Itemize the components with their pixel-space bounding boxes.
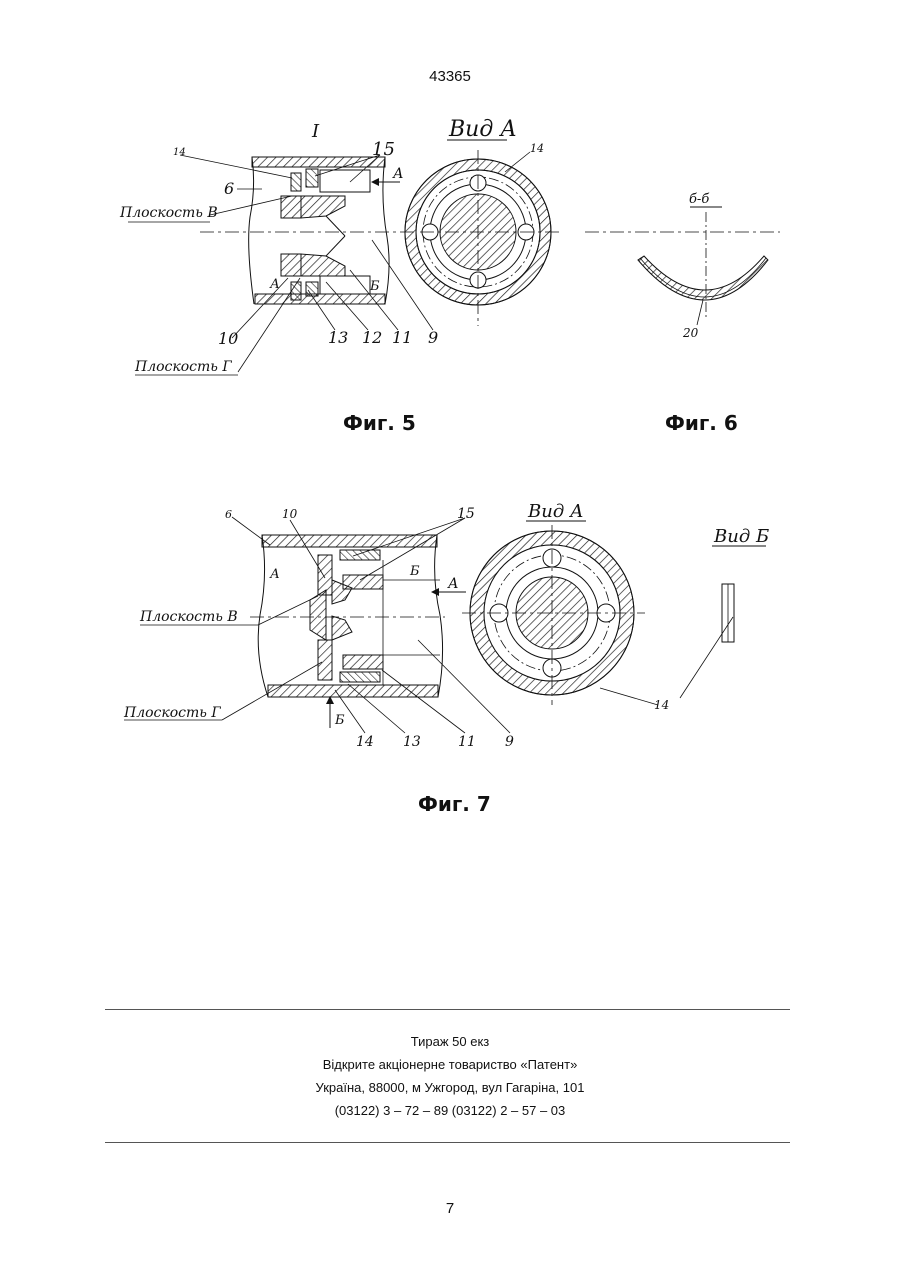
fig7-arrow-b: Б [334, 713, 345, 728]
fig5-ref-6: 6 [224, 179, 234, 198]
fig5-ref-12: 12 [362, 328, 382, 347]
footer-phones: (03122) 3 – 72 – 89 (03122) 2 – 57 – 03 [0, 1099, 900, 1122]
fig7-ref-6: 6 [225, 508, 232, 521]
fig5-cavity-a: А [269, 277, 280, 292]
fig5-ref-15: 15 [372, 139, 395, 160]
fig7-view-b [680, 546, 766, 698]
fig7-view-a-label: Вид А [527, 501, 584, 522]
fig5-view-a [405, 140, 560, 326]
fig5-ref-11: 11 [392, 328, 412, 347]
fig7-ref-15: 15 [457, 506, 475, 522]
fig5-detail-label: I [311, 121, 320, 142]
fig6-labels: б-б 20 [682, 192, 709, 340]
fig6-caption: Фиг. 6 [665, 411, 738, 435]
fig7-plane-v: Плоскость В [139, 609, 238, 625]
footer-bottom-rule [105, 1142, 790, 1143]
fig7-caption: Фиг. 7 [418, 792, 491, 816]
fig7-labels: 6 10 15 Вид А Вид Б А Б А Плоскость В Пл… [123, 501, 769, 750]
fig5-arrow-a: А [392, 166, 404, 182]
footer-publisher: Відкрите акціонерне товариство «Патент» [0, 1053, 900, 1076]
fig7-view-a [462, 521, 658, 705]
fig5-plane-v: Плоскость В [119, 205, 218, 221]
fig5-ref-9: 9 [428, 328, 438, 347]
fig5-caption: Фиг. 5 [343, 411, 416, 435]
fig7-cavity-b: Б [409, 564, 420, 579]
fig5-plane-g: Плоскость Г [134, 359, 232, 375]
fig5-cavity-b: Б [369, 279, 380, 294]
fig7-ref-14v: 14 [654, 698, 669, 712]
fig5-ref-10: 10 [218, 329, 238, 348]
fig7-cavity-a: А [269, 567, 280, 582]
fig7-arrow-a: А [447, 576, 459, 592]
footer-address: Україна, 88000, м Ужгород, вул Гагаріна,… [0, 1076, 900, 1099]
fig6-section-label: б-б [689, 192, 709, 207]
fig7-plane-g: Плоскость Г [123, 705, 221, 721]
footer-block: Тираж 50 екз Відкрите акціонерне товарис… [0, 1030, 900, 1122]
fig7-ref-11: 11 [458, 734, 476, 750]
page-number: 7 [0, 1200, 900, 1217]
fig7-ref-13: 13 [403, 734, 421, 750]
fig7-detail-section [124, 517, 510, 733]
fig5-detail-section [128, 155, 433, 375]
fig5-view-a-label: Вид А [448, 117, 517, 142]
fig6-ref-20: 20 [682, 326, 699, 340]
fig7-ref-10: 10 [282, 507, 298, 521]
fig7-view-b-label: Вид Б [713, 526, 769, 547]
fig7-ref-9: 9 [505, 734, 514, 750]
fig5-ref-13: 13 [328, 328, 348, 347]
footer-circulation: Тираж 50 екз [0, 1030, 900, 1053]
fig7-ref-14: 14 [356, 734, 374, 750]
fig6-section [585, 207, 780, 325]
fig5-ref-14a: 14 [173, 147, 186, 158]
fig5-ref-14b: 14 [530, 142, 544, 155]
footer-top-rule [105, 1009, 790, 1010]
